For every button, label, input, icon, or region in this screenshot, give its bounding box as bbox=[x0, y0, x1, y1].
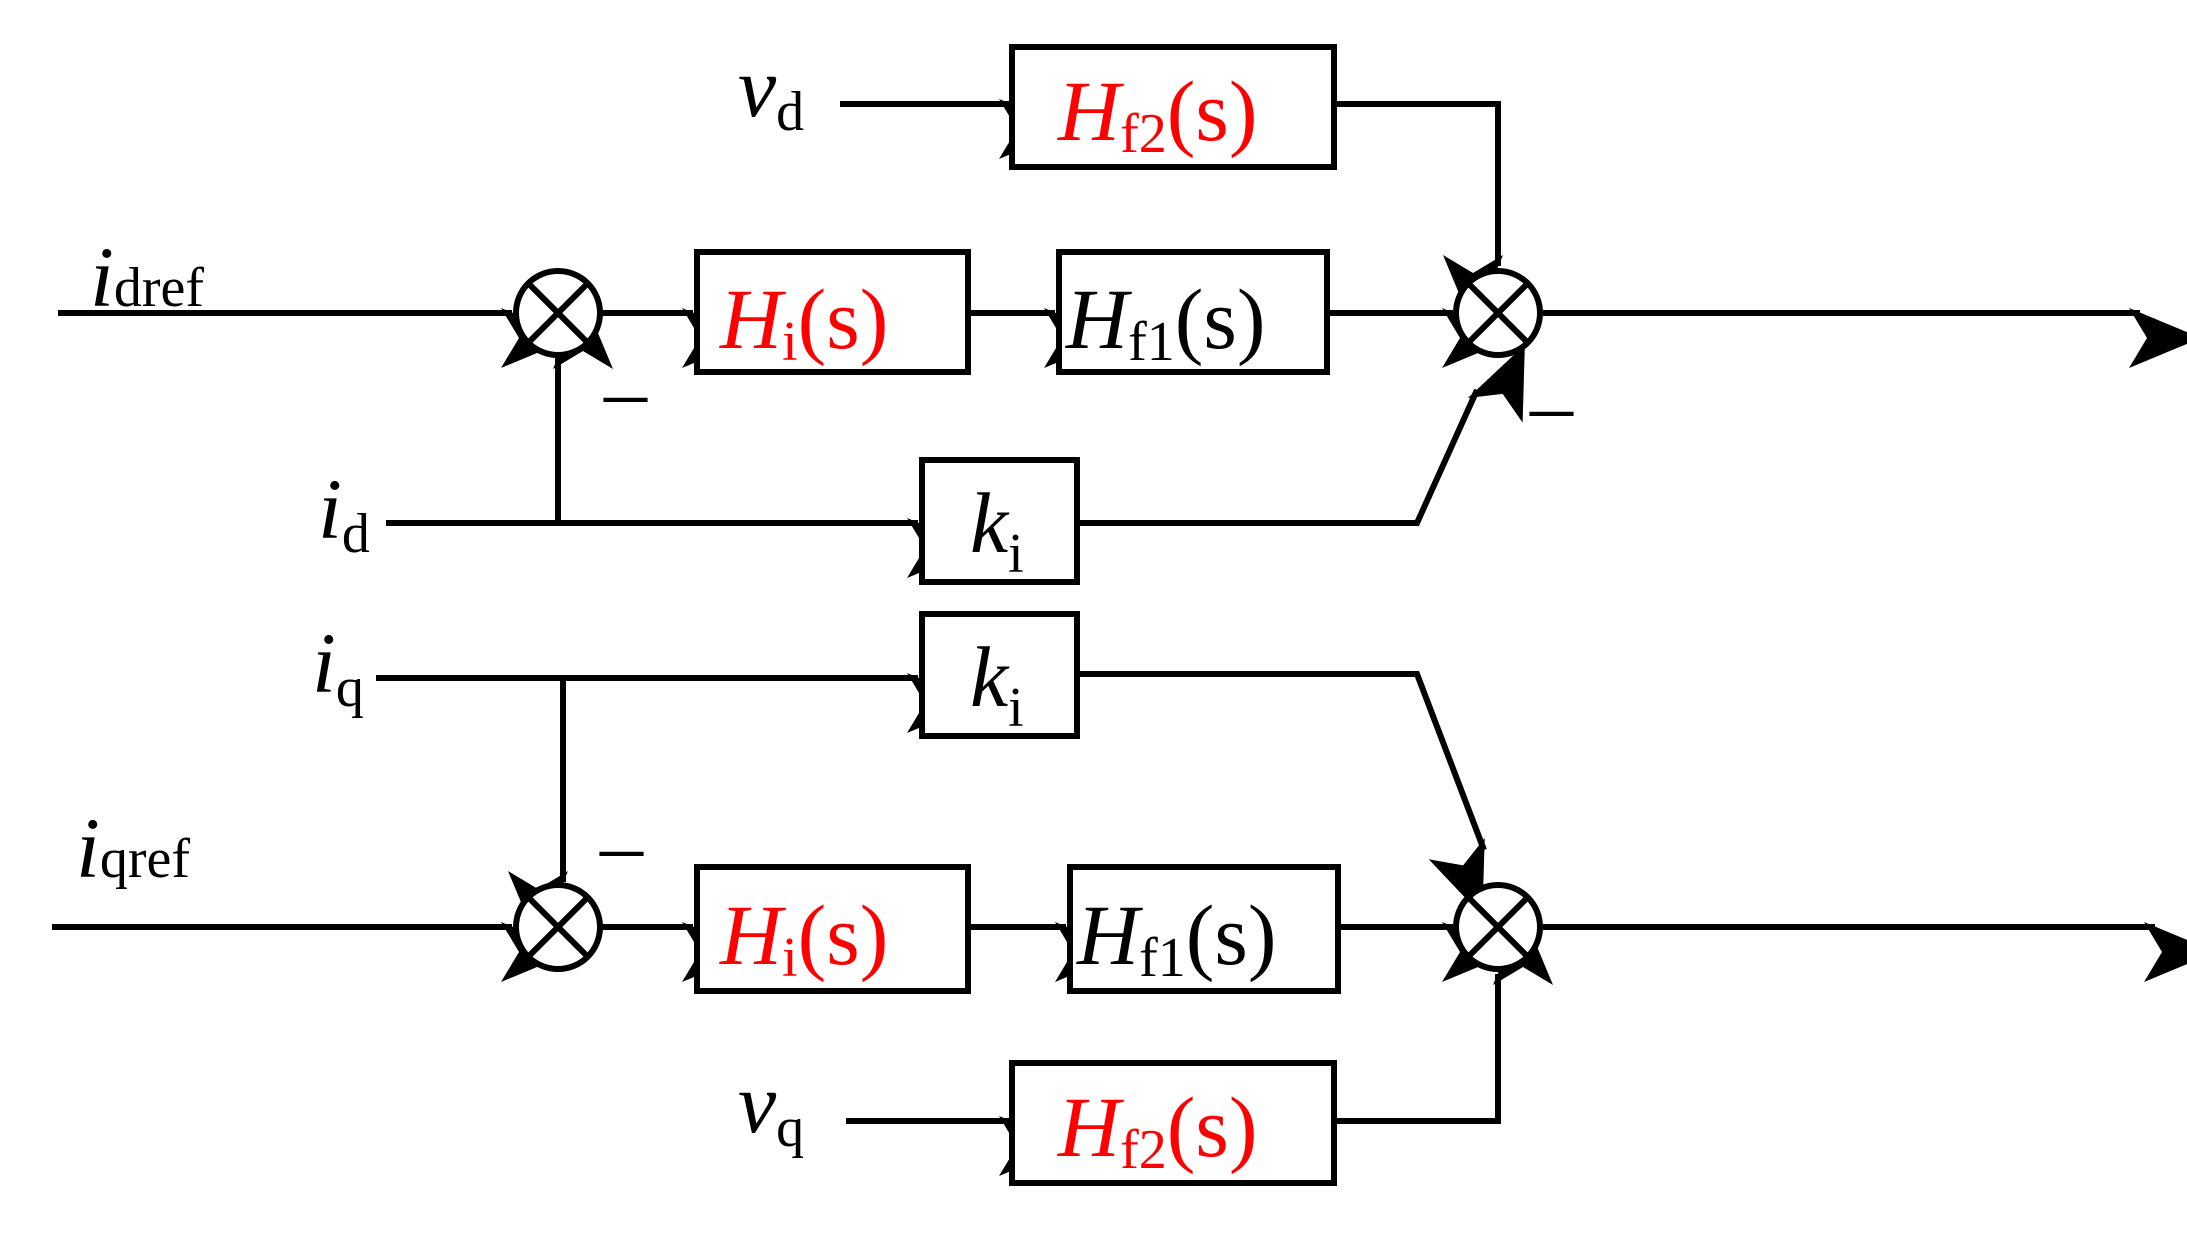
hf2-sub: f2 bbox=[1120, 103, 1167, 165]
hf2-box bbox=[1009, 44, 1337, 170]
hi-box-q bbox=[694, 864, 971, 994]
q-axis-wires bbox=[52, 671, 2187, 1176]
label-vq: vq bbox=[738, 1055, 804, 1159]
wire-ki-to-sum2 bbox=[1079, 344, 1525, 526]
hf2-box-q bbox=[1009, 1060, 1337, 1186]
block-q-hi: Hi(s) bbox=[694, 864, 971, 994]
block-d-hf1: Hf1(s) bbox=[1056, 249, 1330, 375]
sum-junction-d2 bbox=[1453, 268, 1543, 358]
ki-main: k bbox=[970, 475, 1010, 571]
hi-arg: (s) bbox=[798, 271, 889, 367]
svg-text:ki: ki bbox=[970, 629, 1024, 739]
ki-box-q bbox=[919, 611, 1080, 739]
sum-junction-d1 bbox=[513, 268, 603, 358]
label-idref: idref bbox=[90, 229, 204, 325]
minus-sign-d1: – bbox=[603, 343, 648, 439]
block-vq-hf2: Hf2(s) bbox=[1009, 1060, 1337, 1186]
d-axis-wires bbox=[58, 99, 2187, 578]
block-q-hf1: Hf1(s) bbox=[1067, 864, 1341, 994]
svg-text:Hi(s): Hi(s) bbox=[719, 271, 888, 373]
hf2-main: H bbox=[1057, 63, 1124, 159]
label-iq: iq bbox=[312, 615, 364, 719]
hf1-sub: f1 bbox=[1128, 311, 1175, 373]
svg-text:ki: ki bbox=[970, 475, 1024, 585]
hf1-main: H bbox=[1065, 271, 1132, 367]
svg-text:Hf1(s): Hf1(s) bbox=[1065, 271, 1266, 373]
wire-hf2-to-sum2 bbox=[1334, 101, 1503, 327]
block-vd-hf2: Hf2(s) bbox=[1009, 44, 1337, 170]
hf1-arg: (s) bbox=[1175, 271, 1266, 367]
label-id: id bbox=[318, 461, 370, 565]
hi-main: H bbox=[719, 271, 786, 367]
hi-box bbox=[694, 249, 971, 375]
minus-sign-q1: – bbox=[599, 797, 644, 893]
ki-sub: i bbox=[1008, 523, 1024, 585]
hi-sub: i bbox=[782, 311, 798, 373]
wire-hf2-to-sum4 bbox=[1334, 913, 1553, 1124]
hf1-box bbox=[1056, 249, 1330, 375]
label-vd: vd bbox=[738, 39, 804, 143]
svg-text:Hf2(s): Hf2(s) bbox=[1057, 1079, 1258, 1181]
sum-junction-q1 bbox=[513, 882, 603, 972]
block-d-hi: Hi(s) bbox=[694, 249, 971, 375]
hf1-box-q bbox=[1067, 864, 1341, 994]
hf2-arg: (s) bbox=[1167, 63, 1258, 159]
svg-text:Hf1(s): Hf1(s) bbox=[1076, 887, 1277, 989]
ki-box bbox=[919, 457, 1080, 585]
wire-ki-to-sum4 bbox=[1079, 671, 1487, 916]
block-d-ki: ki bbox=[919, 457, 1080, 585]
svg-text:Hf2(s): Hf2(s) bbox=[1057, 63, 1258, 165]
svg-text:Hi(s): Hi(s) bbox=[719, 887, 888, 989]
block-q-ki: ki bbox=[919, 611, 1080, 739]
label-iqref: iqref bbox=[76, 800, 190, 896]
sum-junction-q2 bbox=[1453, 882, 1543, 972]
minus-sign-d2: – bbox=[1529, 357, 1574, 453]
